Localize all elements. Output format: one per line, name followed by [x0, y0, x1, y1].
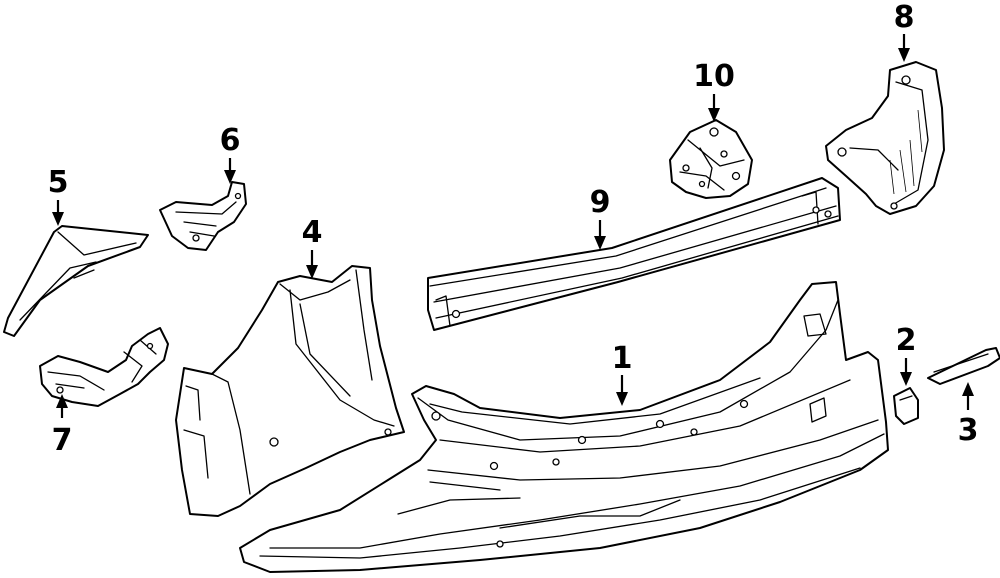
- part-3-reflector: [927, 347, 1000, 385]
- leader-2-arrowhead: [900, 372, 912, 386]
- leader-7-arrowhead: [56, 394, 68, 408]
- leader-1-arrowhead: [616, 392, 628, 406]
- callout-5: 5: [48, 165, 69, 200]
- part-5-trim-piece: [3, 225, 149, 337]
- part-9-reinforcement-beam: [427, 177, 841, 331]
- part-2-small-cover: [893, 387, 919, 425]
- callout-10: 10: [693, 59, 735, 94]
- callout-4: 4: [302, 215, 323, 250]
- callout-6: 6: [220, 123, 241, 158]
- leader-lines: [52, 34, 974, 418]
- leader-4-arrowhead: [306, 265, 318, 279]
- part-6-bracket: [159, 181, 247, 251]
- callout-8: 8: [894, 0, 915, 35]
- leader-9-arrowhead: [594, 236, 606, 250]
- part-1-bumper-cover: [239, 281, 889, 573]
- leader-6-arrowhead: [224, 170, 236, 184]
- leader-3-arrowhead: [962, 382, 974, 396]
- leader-8-arrowhead: [898, 48, 910, 62]
- callout-7: 7: [52, 423, 73, 458]
- leader-10-arrowhead: [708, 108, 720, 122]
- callout-3: 3: [958, 413, 979, 448]
- callout-labels: 1 2 3 4 5 6 7 8 9 10: [48, 0, 979, 458]
- callout-9: 9: [590, 185, 611, 220]
- callout-1: 1: [612, 341, 633, 376]
- part-8-mounting-bracket: [825, 61, 945, 215]
- part-7-bracket-clip: [39, 327, 169, 407]
- part-4-side-extension: [175, 265, 405, 517]
- part-10-bracket: [669, 119, 753, 199]
- callout-2: 2: [896, 323, 917, 358]
- leader-5-arrowhead: [52, 212, 64, 226]
